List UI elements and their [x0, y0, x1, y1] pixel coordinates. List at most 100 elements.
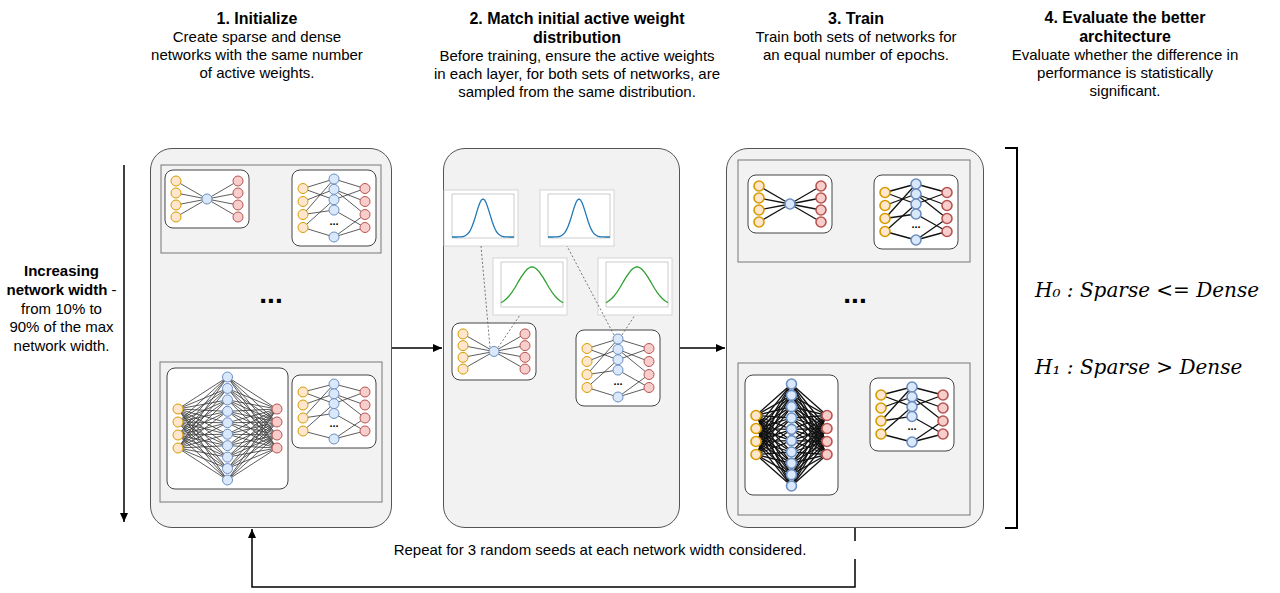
ellipsis: ...	[251, 280, 291, 308]
neuron	[938, 429, 948, 439]
stage-description: Train both sets of networks for an equal…	[746, 28, 966, 64]
neuron	[520, 352, 530, 362]
neuron	[489, 347, 499, 357]
neuron	[233, 212, 243, 222]
neuron	[520, 329, 530, 339]
plot-frame	[598, 258, 672, 315]
weight-line	[178, 411, 228, 435]
weight-line	[178, 409, 228, 480]
neuron	[360, 223, 370, 233]
neuron	[458, 329, 468, 339]
edge-label: Repeat for 3 random seeds at each networ…	[330, 541, 870, 559]
weight-line	[178, 448, 228, 480]
neuron	[223, 441, 233, 451]
leader-line	[481, 246, 490, 348]
network-drawings	[165, 170, 958, 495]
neuron	[233, 200, 243, 210]
neuron	[787, 447, 797, 457]
weight-line	[228, 409, 278, 469]
neuron	[173, 430, 183, 440]
stage-text: 2. Match initial active weight distribut…	[432, 9, 722, 101]
hypothesis: H₀ : Sparse <= Dense	[1035, 278, 1259, 302]
ellipsis: ...	[892, 421, 932, 432]
neuron	[613, 365, 623, 375]
neuron	[938, 416, 948, 426]
ellipsis: ...	[314, 418, 354, 429]
ellipsis: ...	[314, 216, 354, 227]
neuron	[298, 223, 308, 233]
network-box	[870, 378, 954, 451]
bracket	[1005, 148, 1017, 528]
weight-line	[756, 418, 792, 455]
neuron	[754, 205, 764, 215]
plot-frame	[493, 258, 567, 315]
neuron	[360, 184, 370, 194]
distribution-curve	[606, 267, 668, 303]
weight-line	[228, 422, 278, 469]
weight-line	[228, 400, 278, 422]
neuron	[938, 403, 948, 413]
neuron	[822, 450, 832, 460]
axis-title: Increasing network width	[6, 262, 107, 298]
neuron	[171, 188, 181, 198]
neuron	[360, 387, 370, 397]
neuron	[360, 413, 370, 423]
neuron	[582, 344, 592, 354]
neuron	[787, 481, 797, 491]
neuron	[751, 437, 761, 447]
neuron	[751, 411, 761, 421]
neuron	[329, 205, 339, 215]
weight-line	[178, 409, 228, 457]
weight-line	[228, 400, 278, 448]
network-box	[165, 170, 249, 228]
neuron	[644, 357, 654, 367]
neuron	[907, 392, 917, 402]
neuron	[223, 418, 233, 428]
neuron	[360, 210, 370, 220]
ellipsis: ...	[598, 376, 638, 387]
weight-line	[178, 446, 228, 448]
neuron	[202, 194, 212, 204]
neuron	[907, 402, 917, 412]
neuron	[582, 383, 592, 393]
neuron	[582, 370, 592, 380]
weight-line	[228, 409, 278, 480]
neuron	[329, 389, 339, 399]
neuron	[613, 355, 623, 365]
neuron	[876, 403, 886, 413]
neuron	[644, 383, 654, 393]
neuron	[613, 334, 623, 344]
neuron	[171, 212, 181, 222]
neuron	[942, 227, 952, 237]
weight-line	[792, 416, 828, 475]
neuron	[787, 424, 797, 434]
neuron	[787, 470, 797, 480]
neuron	[911, 209, 921, 219]
group-box	[160, 362, 382, 502]
neuron	[816, 217, 826, 227]
neuron	[458, 364, 468, 374]
neuron	[233, 176, 243, 186]
weight-line	[228, 388, 278, 409]
neuron	[816, 205, 826, 215]
weight-line	[228, 411, 278, 448]
neuron	[458, 352, 468, 362]
neuron	[613, 392, 623, 402]
neuron	[329, 232, 339, 242]
neuron	[520, 341, 530, 351]
neuron	[942, 188, 952, 198]
weight-line	[178, 423, 228, 435]
neuron	[520, 364, 530, 374]
stage-description: Before training, ensure the active weigh…	[432, 47, 722, 101]
weight-line	[178, 435, 228, 469]
neuron	[787, 390, 797, 400]
weight-line	[228, 409, 278, 457]
neuron	[880, 201, 890, 211]
neuron	[233, 188, 243, 198]
network-box	[167, 368, 288, 489]
neuron	[329, 184, 339, 194]
distribution-curve	[548, 199, 610, 237]
plot-axes	[452, 194, 514, 238]
flow-arrow	[392, 347, 442, 349]
neuron	[298, 387, 308, 397]
